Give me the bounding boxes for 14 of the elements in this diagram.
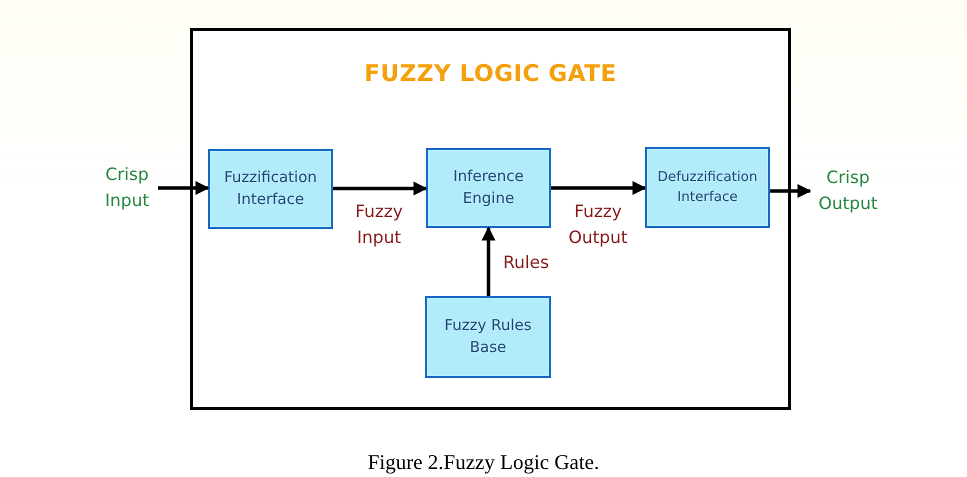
gate-frame xyxy=(190,28,791,410)
arrow xyxy=(158,181,210,195)
gate-label: FUZZY LOGIC GATE xyxy=(363,61,618,87)
figure-caption: Figure 2.Fuzzy Logic Gate. xyxy=(366,450,600,475)
arrow xyxy=(551,181,646,195)
process-box: Inference Engine xyxy=(426,148,551,228)
io-label: Crisp Output xyxy=(810,165,886,217)
io-label: Crisp Input xyxy=(96,162,158,214)
process-box: Fuzzification Interface xyxy=(208,149,333,229)
arrow xyxy=(770,184,812,198)
process-box: Fuzzy Rules Base xyxy=(425,296,551,378)
process-box: Defuzzification Interface xyxy=(645,147,770,228)
arrow xyxy=(482,226,496,296)
arrow xyxy=(333,182,428,196)
